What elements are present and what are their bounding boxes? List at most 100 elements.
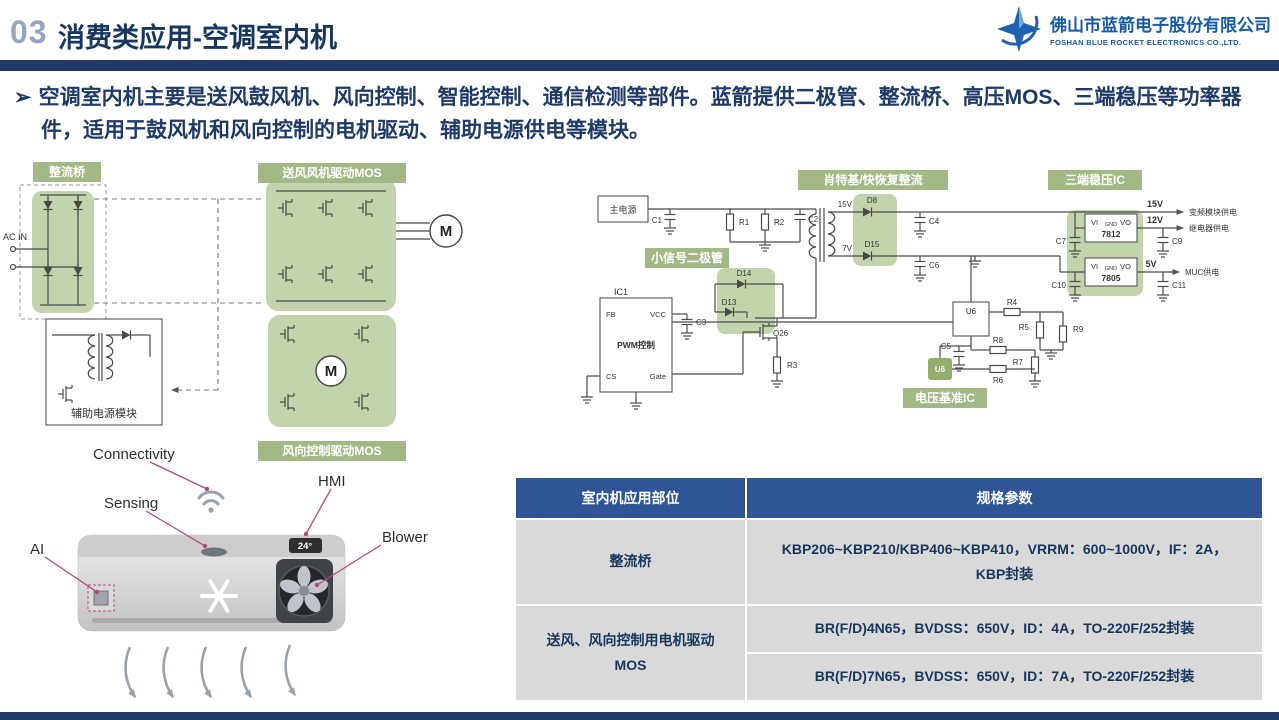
company-name-cn: 佛山市蓝箭电子股份有限公司 (1050, 16, 1271, 35)
connectivity-label: Connectivity (93, 446, 175, 463)
reg2-number: 7805 (1102, 273, 1121, 283)
callout-lines (44, 461, 382, 595)
vref-label: 电压基准IC (915, 390, 975, 405)
company-logo: 佛山市蓝箭电子股份有限公司 FOSHAN BLUE ROCKET ELECTRO… (995, 5, 1271, 53)
company-name-en: FOSHAN BLUE ROCKET ELECTRONICS CO.,LTD. (1050, 38, 1242, 47)
logo-rocket-icon (997, 6, 1041, 52)
v15-label: 15V (838, 200, 853, 209)
blower-motor-letter: M (440, 223, 453, 240)
page-title: 消费类应用-空调室内机 (58, 23, 337, 53)
blower-mos-label: 送风风机驱动MOS (281, 165, 381, 180)
out-15v: 15V (1147, 199, 1163, 209)
wifi-icon (197, 490, 225, 513)
r8-label: R8 (993, 336, 1004, 345)
vane-mos-label-box (258, 441, 406, 461)
cs-pin: CS (606, 372, 616, 381)
main-power-box (597, 195, 649, 223)
d14-label: D14 (737, 269, 752, 278)
ac-input: AC IN (3, 232, 78, 271)
ic1-label: IC1 (614, 287, 628, 297)
aux-power-label: 辅助电源模块 (71, 406, 137, 420)
reg1-number: 7812 (1102, 229, 1121, 239)
vref-part-label: U6 (935, 365, 946, 374)
table-header-part: 室内机应用部位 (516, 478, 745, 518)
c11-label: C11 (1172, 281, 1187, 290)
small-diode-label-box (645, 248, 729, 268)
reg1-vi: VI (1091, 218, 1098, 227)
vref-box (928, 358, 952, 380)
hmi-display (289, 538, 322, 553)
blower-inverter-block: 送风风机驱动MOS M (258, 163, 463, 311)
right-circuit-diagram: 肖特基/快恢复整流 三端稳压IC 小信号二极管 电压基准IC 主电源 (580, 170, 1237, 410)
table-header-spec: 规格参数 (747, 478, 1262, 518)
pwm-controller: IC1 FB VCC PWM控制 CS Gate (599, 287, 673, 393)
c6-label: C6 (929, 261, 940, 270)
aux-power-module: 辅助电源模块 (45, 318, 163, 426)
reg2-vi: VI (1091, 262, 1098, 271)
r9-label: R9 (1073, 325, 1084, 334)
schematic-wires (586, 208, 1184, 400)
c7-label: C7 (1056, 237, 1067, 246)
fb-pin: FB (606, 310, 616, 319)
indoor-unit-illustration: 24° (77, 534, 346, 632)
main-power-label: 主电源 (609, 204, 636, 215)
c4-label: C4 (929, 217, 940, 226)
unit-vent (92, 618, 332, 623)
hmi-label: HMI (318, 473, 346, 490)
table-row2-spec-b: BR(F/D)7N65，BVDSS：650V，ID：7A，TO-220F/252… (747, 654, 1262, 700)
bullet-arrow-icon: ➢ (14, 86, 32, 109)
regulator-7805: VI GND VO 7805 (1084, 257, 1138, 287)
blower-motor-symbol (429, 214, 463, 248)
reg1-gnd: GND (1105, 222, 1117, 228)
d13-label: D13 (722, 298, 737, 307)
small-diode-label: 小信号二极管 (651, 250, 723, 265)
table-row2-part: 送风、风向控制用电机驱动MOS (516, 606, 745, 700)
opto-label: U6 (966, 307, 977, 316)
regulator-7812: VI GND VO 7812 (1084, 213, 1138, 243)
footer-bar (0, 712, 1279, 720)
table-row1-spec: KBP206~KBP210/KBP406~KBP410，VRRM：600~100… (747, 520, 1262, 604)
rectifier-label-box (33, 162, 101, 182)
sensor-window (201, 547, 227, 557)
load-5v: MUC供电 (1185, 267, 1219, 277)
ldo-label: 三端稳压IC (1065, 172, 1125, 187)
ldo-label-box (1048, 170, 1142, 190)
temp-readout: 24° (298, 541, 313, 552)
r6-label: R6 (993, 376, 1004, 385)
c5-label: C5 (941, 342, 952, 351)
airflow-arrows (124, 644, 297, 699)
c9-label: C9 (1172, 237, 1183, 246)
vane-mos-label: 风向控制驱动MOS (282, 443, 381, 458)
pwm-label: PWM控制 (617, 340, 655, 350)
r7-label: R7 (1013, 358, 1024, 367)
schottky-label: 肖特基/快恢复整流 (823, 172, 922, 187)
ac-in-label: AC IN (3, 232, 27, 242)
reg2-gnd: GND (1105, 266, 1117, 272)
reg2-vo: VO (1120, 262, 1131, 271)
reg1-vo: VO (1120, 218, 1131, 227)
r3-label: R3 (787, 361, 798, 370)
d15-label: D15 (865, 240, 880, 249)
table-row2-spec-a: BR(F/D)4N65，BVDSS：650V，ID：4A，TO-220F/252… (747, 606, 1262, 652)
ai-label: AI (30, 541, 44, 558)
company-name-block: 佛山市蓝箭电子股份有限公司 FOSHAN BLUE ROCKET ELECTRO… (1050, 11, 1271, 47)
r1-label: R1 (739, 218, 750, 227)
load-12v: 继电器供电 (1189, 223, 1229, 233)
left-circuit-diagram: 整流桥 AC IN 送风风机驱动MOS M M (3, 162, 463, 699)
r5-label: R5 (1019, 323, 1030, 332)
c3-label: C3 (696, 318, 707, 327)
table-row1-part: 整流桥 (516, 520, 745, 604)
dc-bus-dashed-links (94, 198, 264, 393)
blower-mos-label-box (258, 163, 406, 183)
vane-hbridge-block: M 风向控制驱动MOS (258, 315, 406, 461)
snowflake-icon (200, 579, 238, 613)
c10-label: C10 (1051, 281, 1066, 290)
blower-fan (276, 559, 333, 623)
load-15v: 变频模块供电 (1189, 207, 1237, 217)
q26-label: Q26 (773, 329, 789, 338)
gate-pin: Gate (650, 372, 666, 381)
out-12v: 12V (1147, 215, 1163, 225)
d8-label: D8 (867, 196, 878, 205)
rectifier-bridge: 整流桥 (19, 162, 107, 320)
